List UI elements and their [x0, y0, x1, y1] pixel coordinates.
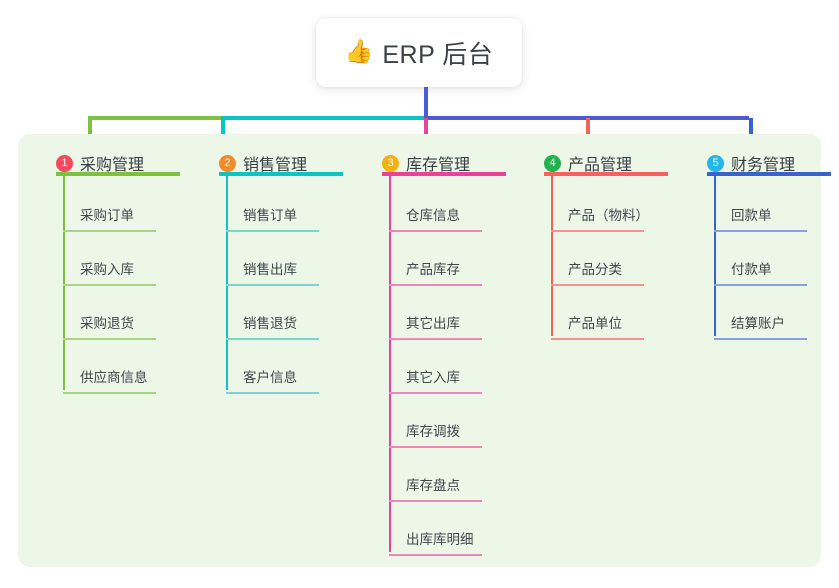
bus-segment-2 — [221, 116, 424, 120]
leaf-item[interactable]: 仓库信息 — [389, 178, 499, 232]
column-header-5[interactable]: 5 财务管理 — [687, 146, 795, 180]
leaf-label: 结算账户 — [731, 316, 785, 331]
column-spine-4 — [551, 174, 553, 336]
leaf-rule — [226, 338, 319, 340]
leaf-item[interactable]: 回款单 — [714, 178, 824, 232]
column-badge-4: 4 — [544, 154, 561, 172]
leaf-label: 销售退货 — [243, 316, 297, 331]
column-rule-4 — [544, 172, 668, 176]
leaf-rule — [63, 338, 156, 340]
leaf-label: 出库库明细 — [406, 532, 474, 547]
leaf-label: 采购订单 — [80, 208, 134, 223]
leaf-label: 其它出库 — [406, 316, 460, 331]
thumbs-up-icon: 👍 — [344, 38, 374, 64]
leaf-rule — [389, 554, 482, 556]
bus-drop-5 — [749, 118, 753, 146]
column-badge-1: 1 — [56, 154, 73, 172]
leaf-label: 产品库存 — [406, 262, 460, 277]
column-spine-2 — [226, 174, 228, 390]
leaf-rule — [389, 338, 482, 340]
leaf-rule — [226, 392, 319, 394]
column-rule-3 — [382, 172, 506, 176]
leaf-rule — [551, 230, 644, 232]
leaf-rule — [389, 446, 482, 448]
column-spine-1 — [63, 174, 65, 390]
leaf-rule — [226, 230, 319, 232]
leaf-item[interactable]: 销售订单 — [226, 178, 336, 232]
leaf-item[interactable]: 付款单 — [714, 232, 824, 286]
column-badge-5: 5 — [707, 154, 724, 172]
leaf-item[interactable]: 采购订单 — [63, 178, 173, 232]
leaf-item[interactable]: 供应商信息 — [63, 340, 173, 394]
leaf-label: 客户信息 — [243, 370, 297, 385]
leaf-rule — [63, 230, 156, 232]
column-rule-1 — [56, 172, 180, 176]
bus-drop-2 — [221, 118, 225, 148]
column-title-5: 财务管理 — [731, 157, 796, 174]
column-rule-5 — [707, 172, 831, 176]
column-header-2[interactable]: 2 销售管理 — [199, 146, 307, 180]
leaf-label: 产品（物料） — [568, 208, 649, 223]
column-title-1: 采购管理 — [80, 157, 145, 174]
diagram-title-card: 👍 ERP 后台 — [316, 18, 522, 87]
leaf-label: 付款单 — [731, 262, 772, 277]
bus-segment-1 — [88, 116, 221, 120]
leaf-label: 库存盘点 — [406, 478, 460, 493]
column-badge-2: 2 — [219, 154, 236, 172]
leaf-label: 产品单位 — [568, 316, 622, 331]
bus-drop-1 — [88, 118, 92, 136]
leaf-item[interactable]: 采购入库 — [63, 232, 173, 286]
leaf-rule — [63, 392, 156, 394]
leaf-label: 仓库信息 — [406, 208, 460, 223]
leaf-item[interactable]: 销售出库 — [226, 232, 336, 286]
leaf-item[interactable]: 产品库存 — [389, 232, 499, 286]
leaf-item[interactable]: 结算账户 — [714, 286, 824, 340]
leaf-item[interactable]: 出库库明细 — [389, 502, 499, 556]
column-title-3: 库存管理 — [406, 157, 471, 174]
page-title: ERP 后台 — [382, 40, 494, 69]
leaf-rule — [551, 284, 644, 286]
column-header-1[interactable]: 1 采购管理 — [36, 146, 144, 180]
column-spine-3 — [389, 174, 391, 552]
leaf-item[interactable]: 客户信息 — [226, 340, 336, 394]
column-header-4[interactable]: 4 产品管理 — [524, 146, 632, 180]
leaf-rule — [389, 500, 482, 502]
leaf-item[interactable]: 产品（物料） — [551, 178, 661, 232]
leaf-rule — [714, 230, 807, 232]
column-rule-2 — [219, 172, 343, 176]
trunk-connector — [424, 87, 428, 118]
leaf-rule — [389, 392, 482, 394]
column-title-4: 产品管理 — [568, 157, 633, 174]
leaf-item[interactable]: 产品分类 — [551, 232, 661, 286]
leaf-item[interactable]: 库存盘点 — [389, 448, 499, 502]
leaf-item[interactable]: 其它出库 — [389, 286, 499, 340]
leaf-label: 其它入库 — [406, 370, 460, 385]
diagram-panel: 1 采购管理采购订单采购入库采购退货供应商信息 2 销售管理销售订单销售出库销售退货客… — [18, 134, 831, 567]
column-title-2: 销售管理 — [243, 157, 308, 174]
column-spine-5 — [714, 174, 716, 336]
leaf-item[interactable]: 库存调拨 — [389, 394, 499, 448]
leaf-label: 回款单 — [731, 208, 772, 223]
leaf-label: 库存调拨 — [406, 424, 460, 439]
leaf-label: 采购入库 — [80, 262, 134, 277]
leaf-rule — [389, 230, 482, 232]
leaf-rule — [714, 338, 807, 340]
leaf-item[interactable]: 其它入库 — [389, 340, 499, 394]
leaf-label: 采购退货 — [80, 316, 134, 331]
leaf-rule — [551, 338, 644, 340]
leaf-rule — [63, 284, 156, 286]
leaf-item[interactable]: 产品单位 — [551, 286, 661, 340]
column-header-3[interactable]: 3 库存管理 — [362, 146, 470, 180]
leaf-rule — [389, 284, 482, 286]
column-badge-3: 3 — [382, 154, 399, 172]
leaf-item[interactable]: 采购退货 — [63, 286, 173, 340]
leaf-label: 销售出库 — [243, 262, 297, 277]
leaf-rule — [714, 284, 807, 286]
leaf-rule — [226, 284, 319, 286]
leaf-item[interactable]: 销售退货 — [226, 286, 336, 340]
leaf-label: 销售订单 — [243, 208, 297, 223]
leaf-label: 产品分类 — [568, 262, 622, 277]
leaf-label: 供应商信息 — [80, 370, 148, 385]
